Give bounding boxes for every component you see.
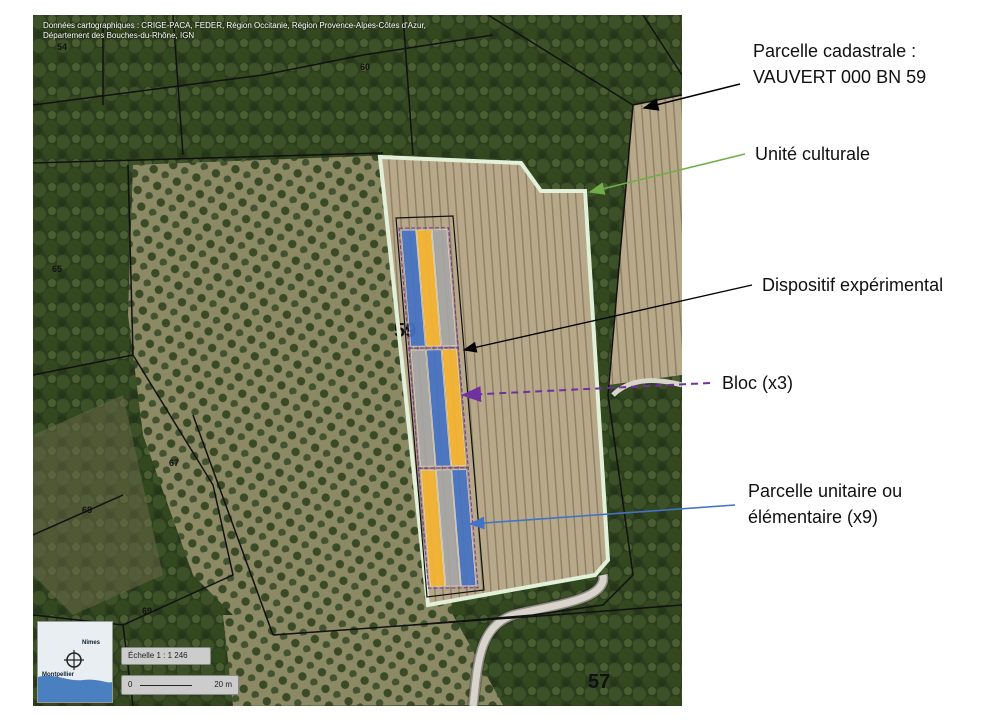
elementary-plot-5 xyxy=(426,349,451,467)
elementary-plot-2 xyxy=(416,229,442,347)
label-experimental-device: Dispositif expérimental xyxy=(762,275,944,295)
parcel-number-57: 57 xyxy=(588,671,611,693)
overview-map[interactable]: Nîmes Montpellier xyxy=(37,621,113,703)
label-cadastral-line-2: VAUVERT 000 BN 59 xyxy=(753,67,927,87)
scale-line xyxy=(140,685,192,686)
parcel-number-67: 67 xyxy=(169,458,180,468)
scale-ratio: Échelle 1 : 1 246 xyxy=(121,647,211,665)
parcel-number-65: 65 xyxy=(52,264,63,274)
label-cadastral-parcel: Parcelle cadastrale : VAUVERT 000 BN 59 xyxy=(753,38,926,90)
plot-arrow xyxy=(468,504,736,530)
label-elementary-plot: Parcelle unitaire ou élémentaire (x9) xyxy=(748,478,902,530)
attribution-line-1: Données cartographiques : CRIGE-PACA, FE… xyxy=(43,21,426,30)
map-attribution: Données cartographiques : CRIGE-PACA, FE… xyxy=(43,21,426,41)
parcel-number-69: 69 xyxy=(142,606,153,616)
elementary-plot-8 xyxy=(436,469,461,587)
parcel-number-60: 60 xyxy=(360,62,371,72)
block-arrow xyxy=(461,382,711,403)
culture-unit-arrow xyxy=(588,153,746,195)
label-plot-line-1: Parcelle unitaire ou xyxy=(748,481,903,501)
label-plot-line-2: élémentaire (x9) xyxy=(748,507,879,527)
elementary-plot-6 xyxy=(441,349,467,467)
device-arrow xyxy=(462,284,753,353)
culture-unit-outline xyxy=(377,154,611,608)
scale-bar: 0 20 m xyxy=(121,675,239,695)
experimental-device-outline xyxy=(395,215,485,598)
parcel-number-54: 54 xyxy=(57,42,68,52)
elementary-plot-7 xyxy=(420,469,446,587)
label-cadastral-line-1: Parcelle cadastrale : xyxy=(753,41,917,61)
overview-city-montpellier: Montpellier xyxy=(42,672,75,678)
elementary-plot-1 xyxy=(400,229,426,347)
cadastre-arrow xyxy=(642,83,741,111)
overview-city-nimes: Nîmes xyxy=(82,640,101,646)
overview-map-graphic xyxy=(38,650,112,702)
label-culture-unit: Unité culturale xyxy=(755,144,871,164)
scale-zero: 0 xyxy=(128,680,133,689)
parcel-number-68: 68 xyxy=(82,505,93,515)
elementary-plot-3 xyxy=(431,229,457,347)
plot-grid xyxy=(398,227,479,589)
attribution-line-2: Département des Bouches-du-Rhône, IGN xyxy=(43,31,195,40)
scale-distance: 20 m xyxy=(214,680,232,689)
elementary-plot-4 xyxy=(410,349,436,467)
label-block: Bloc (x3) xyxy=(722,373,794,393)
